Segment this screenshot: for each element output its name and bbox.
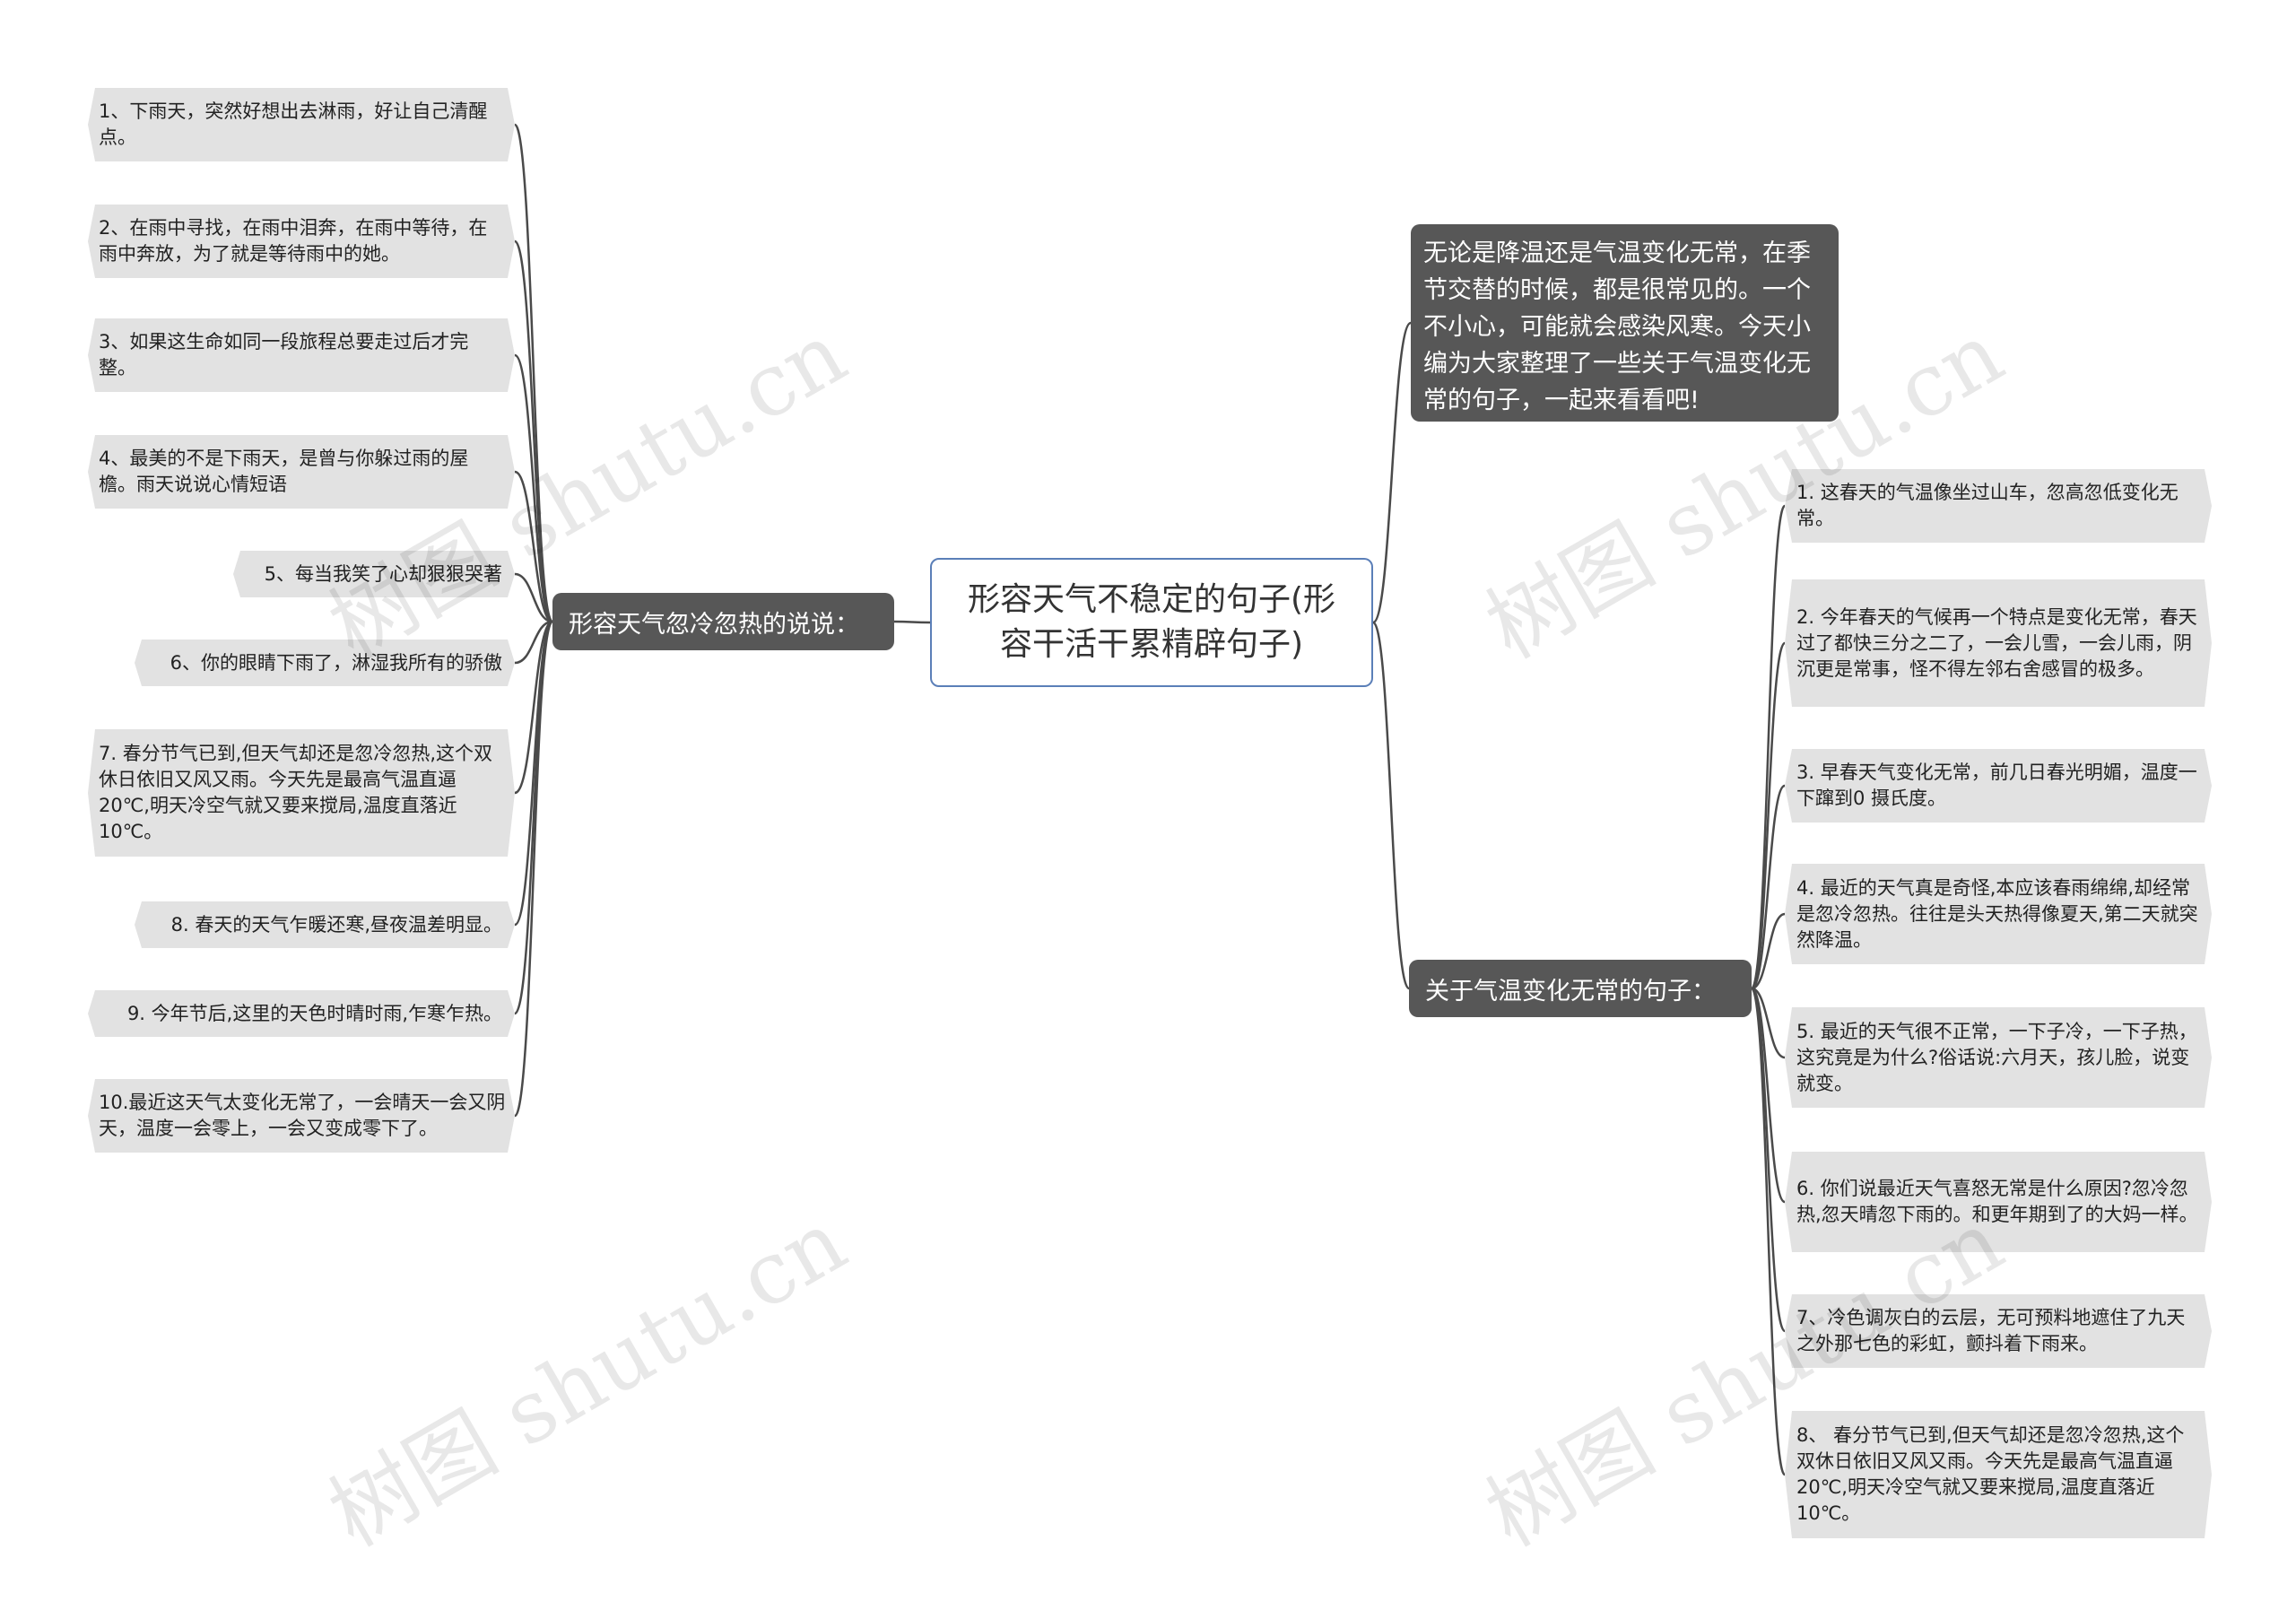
left-leaf-6[interactable]: 6、你的眼睛下雨了，淋湿我所有的骄傲 — [135, 640, 515, 686]
leaf-text: 6. 你们说最近天气喜怒无常是什么原因?忽冷忽热,忽天晴忽下雨的。和更年期到了的… — [1796, 1178, 2198, 1225]
leaf-text: 5. 最近的天气很不正常，一下子冷，一下子热，这究竟是为什么?俗话说:六月天，孩… — [1796, 1020, 2197, 1094]
right-leaf-4[interactable]: 4. 最近的天气真是奇怪,本应该春雨绵绵,却经常是忽冷忽热。往往是头天热得像夏天… — [1785, 864, 2212, 964]
connector-right-leaf-4 — [1751, 912, 1786, 990]
right-leaf-1[interactable]: 1. 这春天的气温像坐过山车，忽高忽低变化无常。 — [1785, 469, 2212, 543]
branch-temperature-change[interactable]: 关于气温变化无常的句子： — [1409, 960, 1752, 1017]
connector-left-leaf-6 — [514, 620, 553, 665]
connector-left-leaf-4 — [514, 470, 553, 623]
left-leaf-4[interactable]: 4、最美的不是下雨天，是曾与你躲过雨的屋檐。雨天说说心情短语 — [88, 435, 515, 509]
connector-right-leaf-7 — [1750, 987, 1787, 1333]
leaf-text: 7. 春分节气已到,但天气却还是忽冷忽热,这个双休日依旧又风又雨。今天先是最高气… — [99, 743, 493, 842]
connector-root-intro — [1371, 321, 1413, 624]
connector-left-leaf-9 — [513, 620, 554, 1015]
leaf-text: 9. 今年节后,这里的天色时晴时雨,乍寒乍热。 — [126, 1002, 502, 1024]
leaf-text: 3. 早春天气变化无常，前几日春光明媚，温度一下蹿到0 摄氏度。 — [1796, 762, 2197, 809]
left-leaf-2[interactable]: 2、在雨中寻找，在雨中泪奔，在雨中等待，在雨中奔放，为了就是等待雨中的她。 — [88, 205, 515, 278]
right-leaf-5[interactable]: 5. 最近的天气很不正常，一下子冷，一下子热，这究竟是为什么?俗话说:六月天，孩… — [1785, 1007, 2212, 1108]
leaf-text: 1、下雨天，突然好想出去淋雨，好让自己清醒点。 — [99, 100, 488, 148]
left-leaf-7[interactable]: 7. 春分节气已到,但天气却还是忽冷忽热,这个双休日依旧又风又雨。今天先是最高气… — [88, 729, 515, 857]
connector-right-leaf-5 — [1751, 987, 1786, 1059]
connector-left-leaf-10 — [513, 620, 554, 1118]
leaf-text: 6、你的眼睛下雨了，淋湿我所有的骄傲 — [170, 651, 502, 674]
left-leaf-9[interactable]: 9. 今年节后,这里的天色时晴时雨,乍寒乍热。 — [88, 990, 515, 1037]
root-title: 形容天气不稳定的句子(形容干活干累精辟句子) — [967, 581, 1336, 663]
leaf-text: 10.最近这天气太变化无常了，一会晴天一会又阴天，温度一会零上，一会又变成零下了… — [99, 1092, 506, 1139]
intro-note[interactable]: 无论是降温还是气温变化无常，在季节交替的时候，都是很常见的。一个不小心，可能就会… — [1411, 224, 1839, 422]
connector-right-leaf-2 — [1750, 641, 1787, 990]
left-leaf-8[interactable]: 8. 春天的天气乍暖还寒,昼夜温差明显。 — [135, 901, 515, 948]
leaf-text: 8、 春分节气已到,但天气却还是忽冷忽热,这个双休日依旧又风又雨。今天先是最高气… — [1796, 1424, 2185, 1524]
leaf-text: 2、在雨中寻找，在雨中泪奔，在雨中等待，在雨中奔放，为了就是等待雨中的她。 — [99, 217, 488, 265]
connector-left-leaf-7 — [514, 620, 553, 795]
left-leaf-1[interactable]: 1、下雨天，突然好想出去淋雨，好让自己清醒点。 — [88, 88, 515, 161]
root-topic[interactable]: 形容天气不稳定的句子(形容干活干累精辟句子) — [930, 558, 1373, 687]
right-leaf-6[interactable]: 6. 你们说最近天气喜怒无常是什么原因?忽冷忽热,忽天晴忽下雨的。和更年期到了的… — [1785, 1152, 2212, 1252]
right-leaf-2[interactable]: 2. 今年春天的气候再一个特点是变化无常，春天过了都快三分之二了，一会儿雪，一会… — [1785, 579, 2212, 707]
leaf-text: 8. 春天的天气乍暖还寒,昼夜温差明显。 — [170, 913, 502, 936]
connector-right-leaf-8 — [1750, 987, 1787, 1476]
leaf-text: 4、最美的不是下雨天，是曾与你躲过雨的屋檐。雨天说说心情短语 — [99, 448, 469, 495]
right-leaf-7[interactable]: 7、冷色调灰白的云层，无可预料地遮住了九天之外那七色的彩虹，颤抖着下雨来。 — [1785, 1294, 2212, 1368]
leaf-text: 5、每当我笑了心却狠狠哭著 — [264, 562, 502, 585]
right-leaf-8[interactable]: 8、 春分节气已到,但天气却还是忽冷忽热,这个双休日依旧又风又雨。今天先是最高气… — [1785, 1411, 2212, 1538]
left-leaf-10[interactable]: 10.最近这天气太变化无常了，一会晴天一会又阴天，温度一会零上，一会又变成零下了… — [88, 1079, 515, 1153]
connector-right-leaf-6 — [1750, 987, 1787, 1204]
branch-weather-fluctuation[interactable]: 形容天气忽冷忽热的说说： — [552, 593, 894, 650]
connector-left-leaf-2 — [513, 239, 554, 623]
left-leaf-3[interactable]: 3、如果这生命如同一段旅程总要走过后才完整。 — [88, 318, 515, 392]
connector-right-leaf-3 — [1751, 784, 1786, 990]
leaf-text: 3、如果这生命如同一段旅程总要走过后才完整。 — [99, 331, 469, 379]
leaf-text: 2. 今年春天的气候再一个特点是变化无常，春天过了都快三分之二了，一会儿雪，一会… — [1796, 605, 2197, 680]
intro-text: 无论是降温还是气温变化无常，在季节交替的时候，都是很常见的。一个不小心，可能就会… — [1423, 239, 1811, 414]
connector-left-leaf-3 — [514, 353, 553, 623]
leaf-text: 1. 这春天的气温像坐过山车，忽高忽低变化无常。 — [1796, 482, 2179, 529]
leaf-text: 4. 最近的天气真是奇怪,本应该春雨绵绵,却经常是忽冷忽热。往往是头天热得像夏天… — [1796, 876, 2198, 951]
leaf-text: 7、冷色调灰白的云层，无可预料地遮住了九天之外那七色的彩虹，颤抖着下雨来。 — [1796, 1307, 2186, 1354]
connector-left-leaf-5 — [514, 572, 553, 623]
right-leaf-3[interactable]: 3. 早春天气变化无常，前几日春光明媚，温度一下蹿到0 摄氏度。 — [1785, 749, 2212, 823]
left-leaf-5[interactable]: 5、每当我笑了心却狠狠哭著 — [233, 551, 515, 597]
branch-label: 形容天气忽冷忽热的说说： — [569, 610, 859, 639]
branch-label: 关于气温变化无常的句子： — [1425, 977, 1716, 1005]
connector-root-right — [1371, 621, 1411, 990]
